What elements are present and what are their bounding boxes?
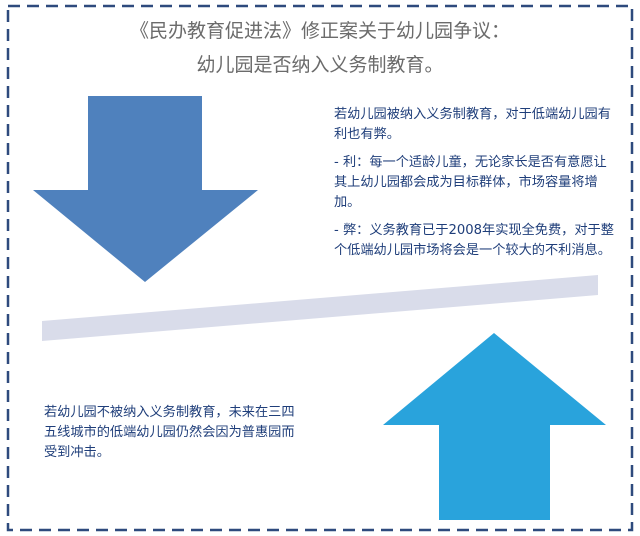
title-line-1: 《民办教育促进法》修正案关于幼儿园争议： [129,20,510,42]
diagram-title: 《民办教育促进法》修正案关于幼儿园争议： 幼儿园是否纳入义务制教育。 [0,14,640,82]
title-line-2: 幼儿园是否纳入义务制教育。 [196,54,444,76]
inclusion-intro: 若幼儿园被纳入义务制教育，对于低端幼儿园有利也有弊。 [334,107,611,142]
exclusion-text-block: 若幼儿园不被纳入义务制教育，未来在三四五线城市的低端幼儿园仍然会因为普惠园而受到… [44,403,304,471]
inclusion-text-block: 若幼儿园被纳入义务制教育，对于低端幼儿园有利也有弊。 - 利：每一个适龄儿童，无… [334,105,616,269]
up-arrow [383,333,606,520]
exclusion-body: 若幼儿园不被纳入义务制教育，未来在三四五线城市的低端幼儿园仍然会因为普惠园而受到… [44,405,295,460]
dashed-border [6,4,634,532]
inclusion-pro: - 利：每一个适龄儿童，无论家长是否有意愿让其上幼儿园都会成为目标群体，市场容量… [334,155,607,210]
seesaw-beam [42,275,598,341]
down-arrow [33,96,258,282]
inclusion-con: - 弊：义务教育已于2008年实现全免费，对于整个低端幼儿园市场将会是一个较大的… [334,223,614,258]
